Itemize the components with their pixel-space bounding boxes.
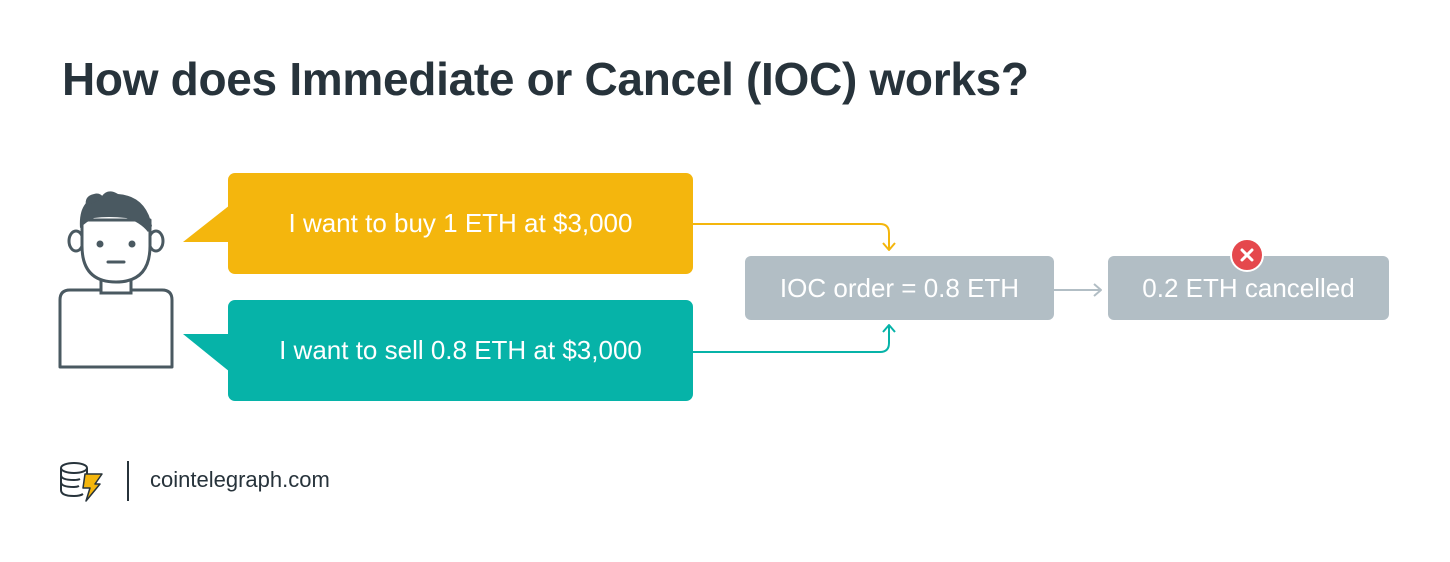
cointelegraph-logo-icon xyxy=(60,462,103,502)
sell-message-text: I want to sell 0.8 ETH at $3,000 xyxy=(279,335,642,365)
buy-bubble-tail xyxy=(183,205,230,242)
sell-message-bubble: I want to sell 0.8 ETH at $3,000 xyxy=(228,300,693,401)
footer-site-text: cointelegraph.com xyxy=(150,467,330,492)
buy-connector xyxy=(693,223,890,249)
sell-bubble-tail xyxy=(183,334,230,372)
ioc-order-text: IOC order = 0.8 ETH xyxy=(779,272,1020,303)
result-connector-arrowhead xyxy=(1093,283,1102,297)
close-icon xyxy=(1230,238,1264,272)
cancelled-text: 0.2 ETH cancelled xyxy=(1142,272,1355,303)
ioc-order-node: IOC order = 0.8 ETH xyxy=(745,256,1054,320)
sell-connector xyxy=(693,326,890,353)
buy-connector-arrowhead xyxy=(882,242,896,251)
footer-divider xyxy=(127,461,129,501)
buy-message-text: I want to buy 1 ETH at $3,000 xyxy=(288,208,633,238)
page-title: How does Immediate or Cancel (IOC) works… xyxy=(62,53,1029,105)
buy-message-bubble: I want to buy 1 ETH at $3,000 xyxy=(228,173,693,274)
sell-connector-arrowhead xyxy=(882,324,896,333)
